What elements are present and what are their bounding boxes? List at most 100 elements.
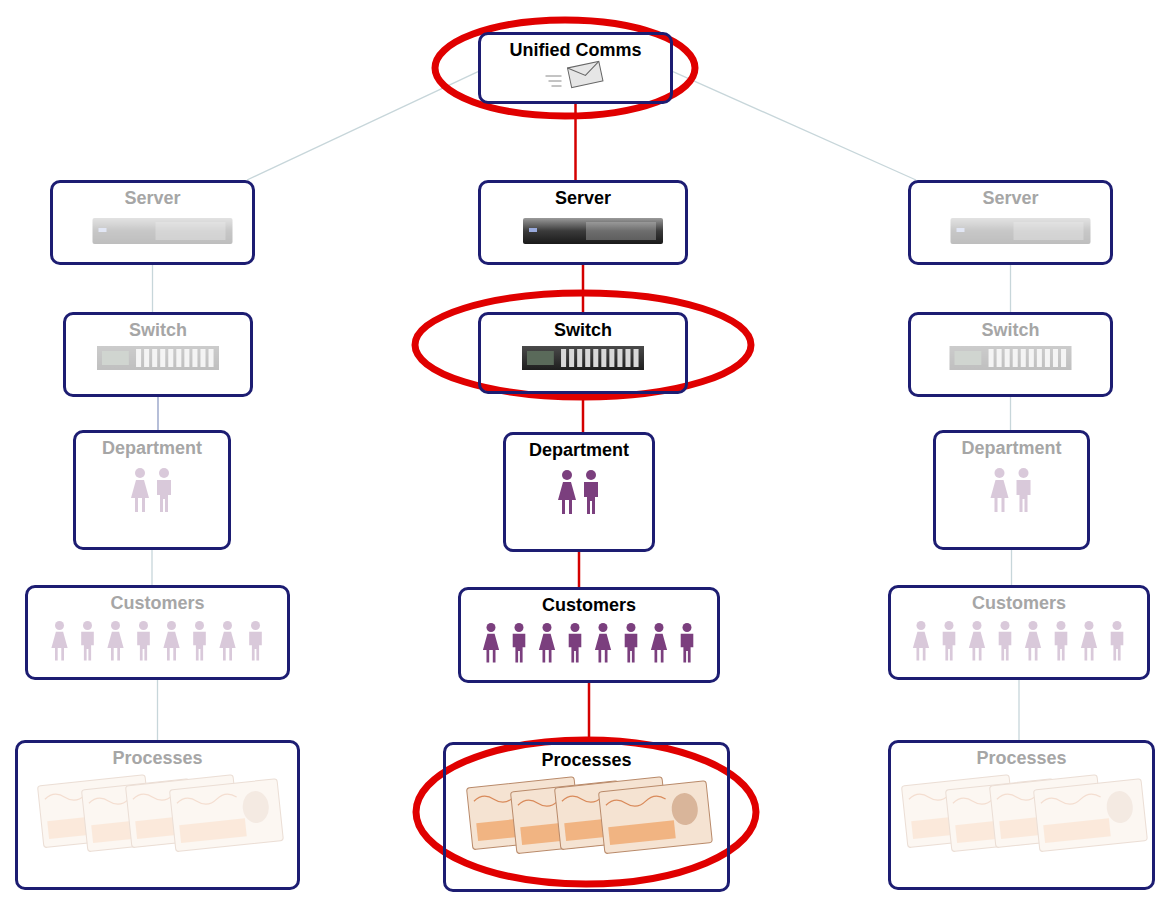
connector-line <box>578 552 581 587</box>
person-head <box>111 621 120 630</box>
person-head <box>627 623 636 632</box>
person-body <box>157 480 171 512</box>
box-title: Switch <box>66 319 250 341</box>
person-body <box>969 632 985 661</box>
comms-box: Unified Comms <box>478 32 673 104</box>
person-head <box>159 468 169 478</box>
person-icon <box>558 470 576 514</box>
person-icon <box>681 623 694 663</box>
person-body <box>1017 480 1031 512</box>
switch-port <box>168 349 173 367</box>
person-body <box>1081 632 1097 661</box>
person-body <box>999 632 1012 661</box>
switch-port <box>609 349 614 367</box>
switch-port <box>200 349 205 367</box>
person-body <box>991 480 1009 512</box>
person-body <box>584 482 598 514</box>
person-icon <box>1111 621 1124 661</box>
server-box: Server <box>50 180 255 265</box>
switch-port <box>585 349 590 367</box>
person-icon <box>219 621 235 661</box>
person-body <box>595 634 611 663</box>
person-head <box>167 621 176 630</box>
banknote-wave <box>1041 793 1102 807</box>
person-body <box>558 482 576 514</box>
person-icon <box>651 623 667 663</box>
person-body <box>1055 632 1068 661</box>
person-body <box>913 632 929 661</box>
banknote-icon <box>1034 779 1148 852</box>
department-box: Department <box>933 430 1090 550</box>
connector-line <box>1010 265 1011 312</box>
box-title: Department <box>936 437 1087 459</box>
person-head <box>599 623 608 632</box>
processes-box: Processes <box>443 742 730 892</box>
person-head <box>586 470 596 480</box>
person-head <box>917 621 926 630</box>
switch-icon <box>522 346 644 370</box>
connector-line <box>152 265 153 312</box>
banknote-band <box>1043 818 1111 843</box>
person-icon <box>51 621 67 661</box>
switch-box: Switch <box>908 312 1113 397</box>
person-head <box>139 621 148 630</box>
person-head <box>195 621 204 630</box>
icon-group <box>93 218 233 244</box>
person-body <box>651 634 667 663</box>
banknote <box>170 779 284 852</box>
switch-port <box>192 349 197 367</box>
person-icon <box>1017 468 1031 512</box>
person-body <box>81 632 94 661</box>
box-title: Switch <box>481 319 685 341</box>
person-body <box>107 632 123 661</box>
box-title: Processes <box>446 749 727 771</box>
person-head <box>487 623 496 632</box>
person-head <box>55 621 64 630</box>
person-icon <box>595 623 611 663</box>
switch-port <box>1021 349 1026 367</box>
person-icon <box>131 468 149 512</box>
person-body <box>1111 632 1124 661</box>
person-head <box>83 621 92 630</box>
person-head <box>515 623 524 632</box>
highlight-ellipse <box>416 740 756 884</box>
person-body <box>219 632 235 661</box>
person-head <box>655 623 664 632</box>
person-body <box>943 632 956 661</box>
person-icon <box>81 621 94 661</box>
icon-group <box>131 468 171 512</box>
person-icon <box>1081 621 1097 661</box>
server-front <box>1014 222 1084 240</box>
icon-group <box>991 468 1031 512</box>
person-head <box>995 468 1005 478</box>
switch-port <box>160 349 165 367</box>
person-body <box>131 480 149 512</box>
icon-group <box>913 621 1123 661</box>
box-title: Server <box>911 187 1110 209</box>
banknote-portrait <box>670 792 699 827</box>
switch-port <box>617 349 622 367</box>
person-head <box>571 623 580 632</box>
processes-box: Processes <box>15 740 300 890</box>
connector-line <box>582 265 585 312</box>
person-icon <box>625 623 638 663</box>
person-icon <box>249 621 262 661</box>
switch-port <box>1013 349 1018 367</box>
switch-box: Switch <box>478 312 688 394</box>
speed-line <box>546 76 562 77</box>
banknote <box>1034 779 1148 852</box>
icon-group <box>51 621 261 661</box>
box-title: Switch <box>911 319 1110 341</box>
person-head <box>683 623 692 632</box>
banknote-wave <box>606 795 667 809</box>
box-title: Customers <box>891 592 1147 614</box>
banknote-band <box>608 820 676 845</box>
icon-group <box>522 346 644 370</box>
box-title: Unified Comms <box>481 39 670 61</box>
person-body <box>569 634 582 663</box>
box-title: Department <box>506 439 652 461</box>
connector-line <box>157 397 158 430</box>
connector-line <box>151 550 152 585</box>
box-title: Department <box>76 437 228 459</box>
